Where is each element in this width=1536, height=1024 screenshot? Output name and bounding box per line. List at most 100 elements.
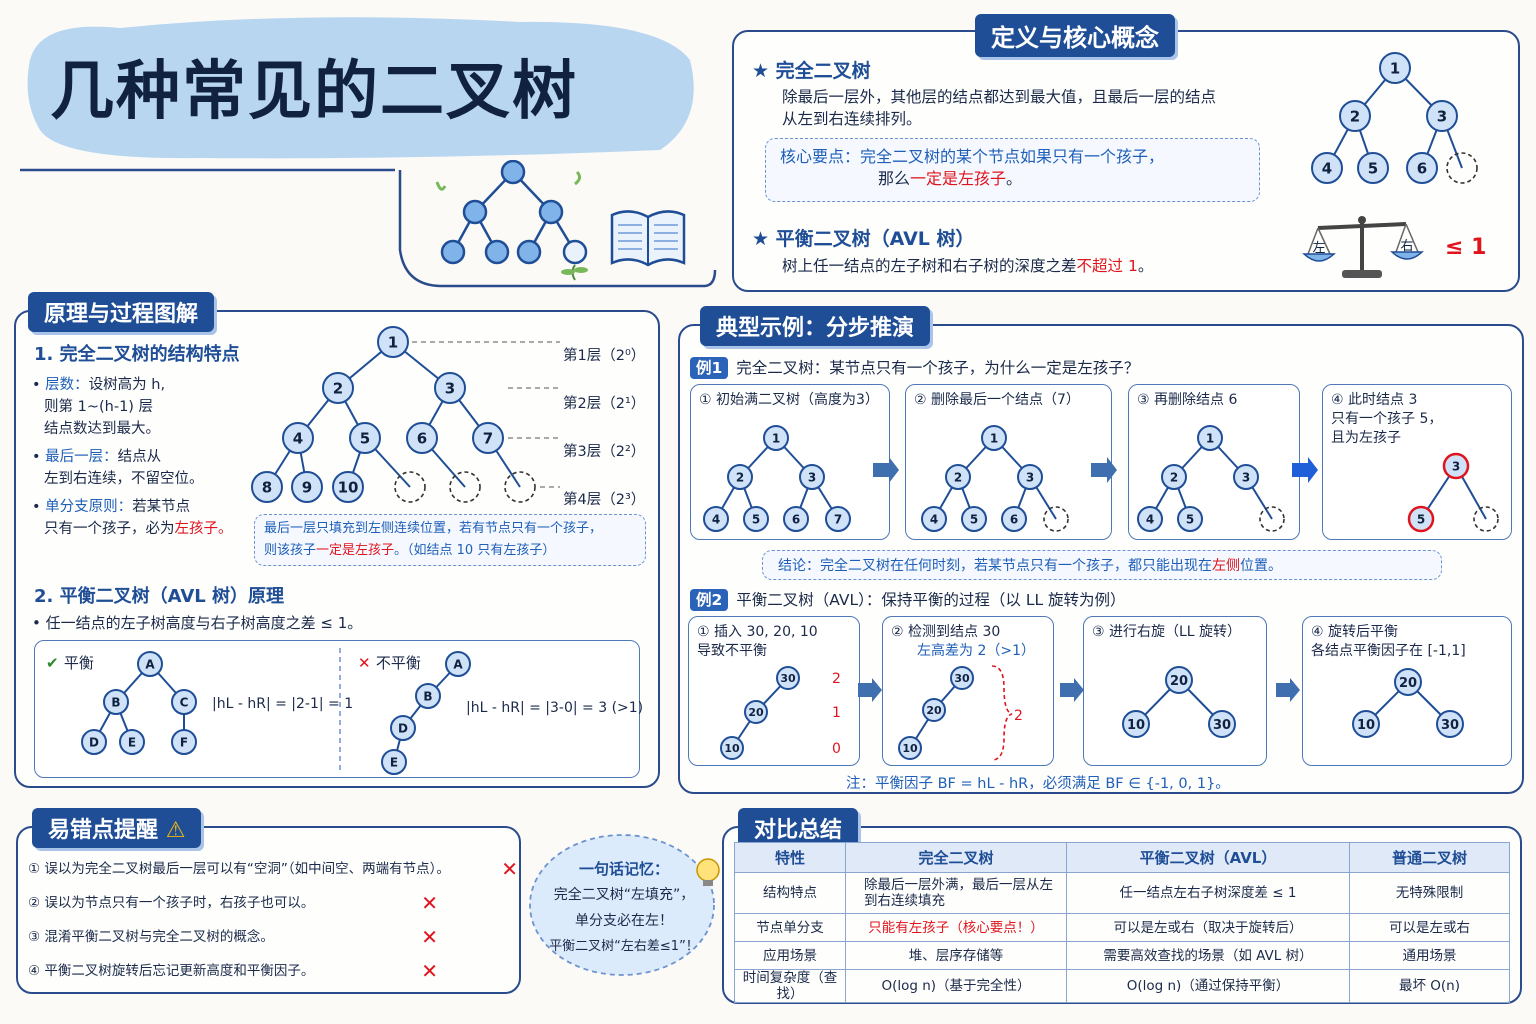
title-background [20, 17, 717, 288]
tree-node [1233, 464, 1259, 490]
tree-node [1161, 464, 1187, 490]
ex2-step1-card: ① 插入 30, 20, 10 导致不平衡 [688, 616, 860, 766]
mistake-text-1: ① 误以为完全二叉树最后一层可以有“空洞”（如中间空、两端有节点）。 [28, 861, 450, 877]
level-label-1: 第1层（2⁰） [563, 348, 646, 364]
tree-node [1442, 452, 1470, 480]
tree-node [1407, 505, 1435, 533]
tree-node [703, 506, 729, 532]
avl-description: 树上任一结点的左子树和右子树的深度之差不超过 1。 [782, 255, 1153, 277]
tree-node [981, 425, 1007, 451]
note-line2-red: 一定是左孩子 [316, 543, 395, 558]
tree-node [921, 506, 947, 532]
tree-node [381, 749, 407, 775]
tree-node-label: 20 [748, 706, 764, 719]
principles-section1-title: 1. 完全二叉树的结构特点 [34, 344, 240, 365]
tree-node-label: 8 [262, 479, 272, 497]
complete-desc-line1: 除最后一层外，其他层的结点都达到最大值，且最后一层的结点 [782, 88, 1217, 106]
ex2-step4-label: ④ 旋转后平衡 各结点平衡因子在 [-1,1] [1311, 624, 1466, 659]
tree-node-label: 2 [736, 471, 744, 485]
tree-node-label: 1 [990, 432, 998, 446]
mistakes-header: 易错点提醒 ⚠ [32, 808, 202, 848]
mistake-cross-icon-2: ✕ [421, 891, 438, 915]
tree-node [1017, 464, 1043, 490]
b1-text3: 结点数达到最大。 [44, 421, 160, 437]
tree-node [1165, 666, 1193, 694]
tree-node [1311, 152, 1343, 184]
tree-node [81, 729, 107, 755]
height-label: 0 [832, 741, 841, 757]
empty-node-slot [1043, 506, 1069, 532]
b3-text2-red: 左孩子。 [174, 521, 233, 537]
tree-node [1379, 52, 1411, 84]
tree-node-label: 4 [712, 513, 720, 527]
mistake-item-4: ④ 平衡二叉树旋转后忘记更新高度和平衡因子。✕ [28, 954, 518, 988]
mistake-cross-icon-1: ✕ [501, 857, 518, 881]
avl-heading: ★ 平衡二叉树（AVL 树） [752, 228, 975, 250]
tree-node-label: 6 [1417, 160, 1427, 178]
key-line1: 完全二叉树的某个节点如果只有一个孩子， [860, 147, 1165, 166]
key-line2-red: 一定是左孩子 [910, 169, 1007, 188]
brace-label: 2 [1014, 708, 1023, 724]
empty-node-slot [449, 471, 481, 503]
mistakes-panel [16, 826, 521, 994]
table-cell: 结构特点 [734, 872, 846, 914]
table-header-row: 特性 完全二叉树 平衡二叉树（AVL） 普通二叉树 [734, 842, 1510, 873]
step-arrow-icon [1292, 457, 1318, 483]
tree-node-label: 2 [1350, 108, 1360, 126]
tree-node [291, 471, 323, 503]
comparison-header: 对比总结 [738, 808, 859, 848]
principles-section2-title: 2. 平衡二叉树（AVL 树）原理 [34, 586, 285, 607]
tree-node [1406, 152, 1438, 184]
ex1-step4-label: ④ 此时结点 3 只有一个孩子 5， 且为左孩子 [1331, 392, 1443, 446]
ex2-note: 注：平衡因子 BF = hL - hR，必须满足 BF ∈ {-1, 0, 1}… [846, 776, 1230, 792]
tree-node-label: 20 [1170, 674, 1188, 689]
tree-node [1352, 710, 1380, 738]
warning-icon: ⚠ [165, 818, 186, 843]
bullet-last-level: • 最后一层：结点从 [32, 449, 162, 465]
tree-node-label: 10 [1127, 718, 1145, 733]
unbalanced-label-text: 不平衡 [375, 654, 421, 672]
tree-node [1137, 506, 1163, 532]
tree-node [445, 651, 471, 677]
table-cell: O(log n)（基于完全性） [845, 969, 1067, 1003]
complete-key-box [765, 138, 1260, 202]
column-header: 完全二叉树 [845, 842, 1067, 873]
memo-line2: 单分支必在左！ [575, 913, 673, 929]
step-arrow-icon [1276, 678, 1300, 702]
tree-node [322, 372, 354, 404]
empty-node-slot [1259, 506, 1285, 532]
tree-node [922, 698, 946, 722]
tree-node [137, 651, 163, 677]
scale-right-label: 右 [1400, 239, 1413, 254]
tree-node [251, 471, 283, 503]
step-arrow-icon [873, 457, 899, 483]
tree-node [1339, 100, 1371, 132]
tree-node-label: D [89, 736, 99, 750]
tree-node-label: 30 [780, 672, 796, 685]
ex1-conclusion-red: 左侧 [1212, 558, 1240, 574]
tree-node-label: 20 [1399, 676, 1417, 691]
tree-node [349, 422, 381, 454]
b3-text1: 若某节点 [132, 499, 191, 515]
complete-heading: ★ 完全二叉树 [752, 60, 871, 82]
page-title: 几种常见的二叉树 [50, 55, 578, 129]
tree-node [727, 464, 753, 490]
tree-node-label: 4 [1322, 160, 1332, 178]
example2-title-text: 平衡二叉树（AVL）：保持平衡的过程（以 LL 旋转为例） [736, 591, 1126, 609]
tree-node-label: 20 [926, 704, 942, 717]
key-line2-pre: 那么 [878, 169, 911, 188]
table-cell: 除最后一层外满，最后一层从左到右连续填充 [845, 872, 1067, 914]
tree-node [1394, 668, 1422, 696]
tree-node-label: 2 [1170, 471, 1178, 485]
tree-node-label: 6 [1010, 513, 1018, 527]
b1-text2: 则第 1~(h-1) 层 [44, 399, 154, 415]
tree-node [1001, 506, 1027, 532]
tree-node [950, 666, 974, 690]
table-row: 结构特点 除最后一层外满，最后一层从左到右连续填充 任一结点左右子树深度差 ≤ … [734, 872, 1510, 914]
